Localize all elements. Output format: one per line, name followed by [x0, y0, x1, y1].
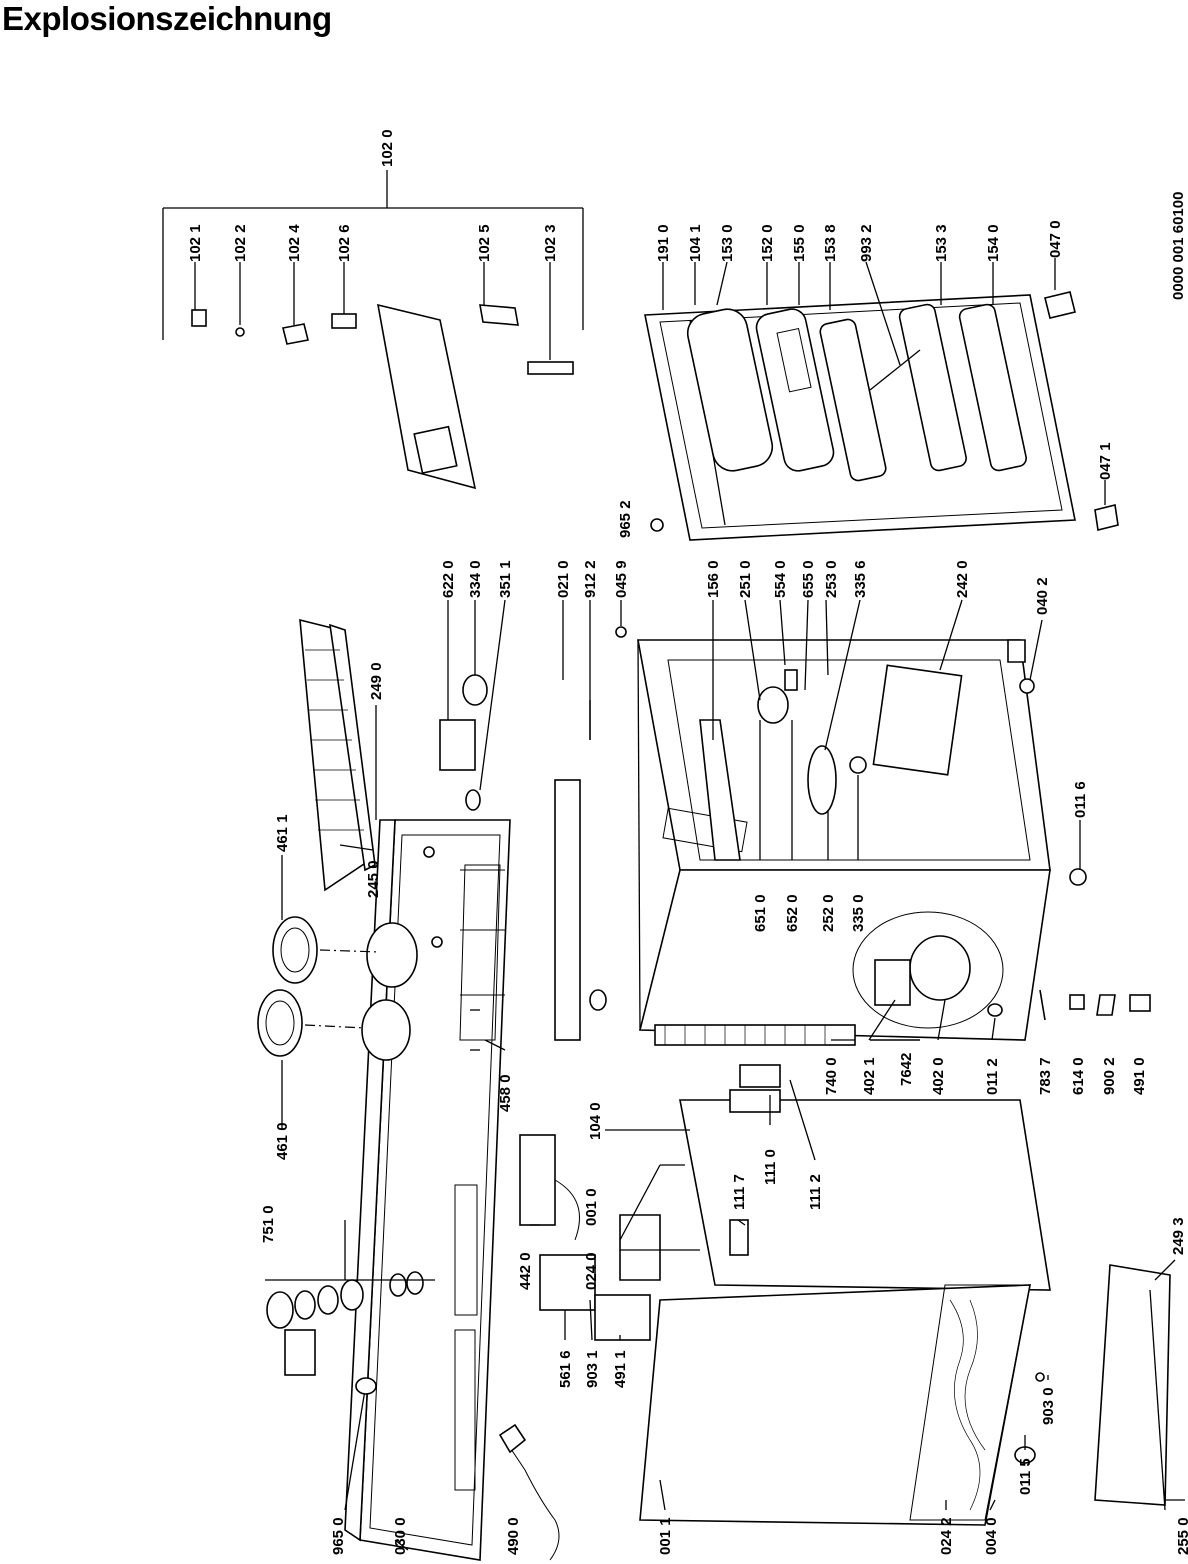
label-doc-number: 0000 001 60100 [1170, 192, 1187, 300]
label-442-0: 442 0 [517, 1252, 534, 1290]
label-111-2: 111 2 [807, 1174, 824, 1210]
label-102-4: 102 4 [286, 224, 303, 262]
label-561-6: 561 6 [557, 1350, 574, 1388]
label-652-0: 652 0 [784, 894, 801, 932]
label-001-1: 001 1 [657, 1517, 674, 1555]
label-102-0: 102 0 [379, 129, 396, 167]
label-740-0: 740 0 [823, 1057, 840, 1095]
label-104-0: 104 0 [587, 1102, 604, 1140]
door-hinges [650, 291, 1119, 532]
label-102-1: 102 1 [187, 224, 204, 262]
label-554-0: 554 0 [772, 560, 789, 598]
label-903-1: 903 1 [584, 1350, 601, 1388]
label-7642: 7642 [898, 1053, 915, 1086]
label-245-0: 245 0 [365, 860, 382, 898]
label-047-0: 047 0 [1047, 220, 1064, 258]
worktop-leaders [281, 705, 506, 1551]
label-111-7: 111 7 [731, 1174, 748, 1210]
label-614-0: 614 0 [1070, 1057, 1087, 1095]
label-900-2: 900 2 [1101, 1057, 1118, 1095]
lamp-assembly-751 [265, 1220, 435, 1376]
label-102-3: 102 3 [542, 224, 559, 262]
power-cable [498, 1423, 560, 1561]
cabinet-leaders [562, 599, 1081, 1041]
inner-door-group [162, 170, 584, 490]
label-011-6: 011 6 [1072, 781, 1089, 818]
label-993-2: 993 2 [858, 224, 875, 262]
label-461-1: 461 1 [274, 814, 291, 852]
label-249-3: 249 3 [1170, 1217, 1187, 1255]
door-shelves [686, 303, 1027, 482]
label-153-3: 153 3 [933, 224, 950, 262]
label-152-0: 152 0 [759, 224, 776, 262]
cabinet-side-wall [639, 1284, 1031, 1526]
label-156-0: 156 0 [705, 560, 722, 598]
label-334-0: 334 0 [467, 560, 484, 598]
label-335-0: 335 0 [850, 894, 867, 932]
part-labels: 102 0 102 1 102 2 102 4 102 6 102 5 102 … [187, 129, 1188, 1555]
label-153-8: 153 8 [822, 224, 839, 262]
lower-leaders [530, 1079, 1185, 1511]
label-021-0: 021 0 [555, 560, 572, 598]
label-102-5: 102 5 [476, 224, 493, 262]
label-335-6: 335 6 [852, 560, 869, 598]
door-leaders [662, 258, 1106, 505]
label-111-0: 111 0 [762, 1149, 779, 1185]
label-458-0: 458 0 [497, 1074, 514, 1112]
hob-plates [257, 916, 381, 1057]
foot-965-0 [355, 1377, 377, 1395]
label-024-0: 024 0 [583, 1252, 600, 1290]
label-102-6: 102 6 [336, 224, 353, 262]
label-651-0: 651 0 [752, 894, 769, 932]
label-252-0: 252 0 [820, 894, 837, 932]
label-491-0: 491 0 [1131, 1057, 1148, 1095]
label-965-2: 965 2 [617, 500, 634, 538]
outer-casing [619, 1064, 1051, 1291]
label-102-2: 102 2 [232, 224, 249, 262]
label-004-0: 004 0 [983, 1517, 1000, 1555]
label-024-2: 024 2 [938, 1517, 955, 1555]
label-402-1: 402 1 [861, 1057, 878, 1095]
label-155-0: 155 0 [791, 224, 808, 262]
label-402-0: 402 0 [930, 1057, 947, 1095]
label-255-0: 255 0 [1175, 1517, 1188, 1555]
label-242-0: 242 0 [954, 560, 971, 598]
grid-shelf [299, 618, 376, 892]
label-965-0: 965 0 [330, 1517, 347, 1555]
label-655-0: 655 0 [800, 560, 817, 598]
label-040-2: 040 2 [1034, 577, 1051, 615]
label-783-7: 783 7 [1037, 1057, 1054, 1095]
base-plate [1094, 1264, 1171, 1511]
label-047-1: 047 1 [1097, 442, 1114, 480]
label-253-0: 253 0 [823, 560, 840, 598]
label-912-2: 912 2 [582, 560, 599, 598]
label-104-1: 104 1 [687, 224, 704, 262]
label-903-0: 903 0 [1040, 1387, 1057, 1425]
label-011-2: 011 2 [984, 1058, 1001, 1095]
cabinet-body [637, 639, 1051, 1041]
page-title: Explosionszeichnung [2, 0, 332, 37]
label-622-0: 622 0 [440, 560, 457, 598]
worktop-ribs [459, 864, 505, 1041]
label-030-0: 030 0 [392, 1517, 409, 1555]
label-251-0: 251 0 [737, 560, 754, 598]
label-249-0: 249 0 [368, 662, 385, 700]
cabinet-small-parts [554, 626, 1151, 1041]
label-751-0: 751 0 [260, 1205, 277, 1243]
label-351-1: 351 1 [497, 560, 514, 598]
label-045-9: 045 9 [613, 560, 630, 598]
label-154-0: 154 0 [985, 224, 1002, 262]
label-461-0: 461 0 [274, 1122, 291, 1160]
compressor-detail [654, 911, 1004, 1046]
label-011-5: 011 5 [1017, 1458, 1034, 1495]
label-490-0: 490 0 [505, 1517, 522, 1555]
thermostat-group [439, 599, 506, 811]
label-491-1: 491 1 [612, 1350, 629, 1388]
worktop [344, 819, 511, 1561]
label-191-0: 191 0 [655, 224, 672, 262]
label-153-0: 153 0 [719, 224, 736, 262]
label-001-0: 001 0 [583, 1188, 600, 1226]
